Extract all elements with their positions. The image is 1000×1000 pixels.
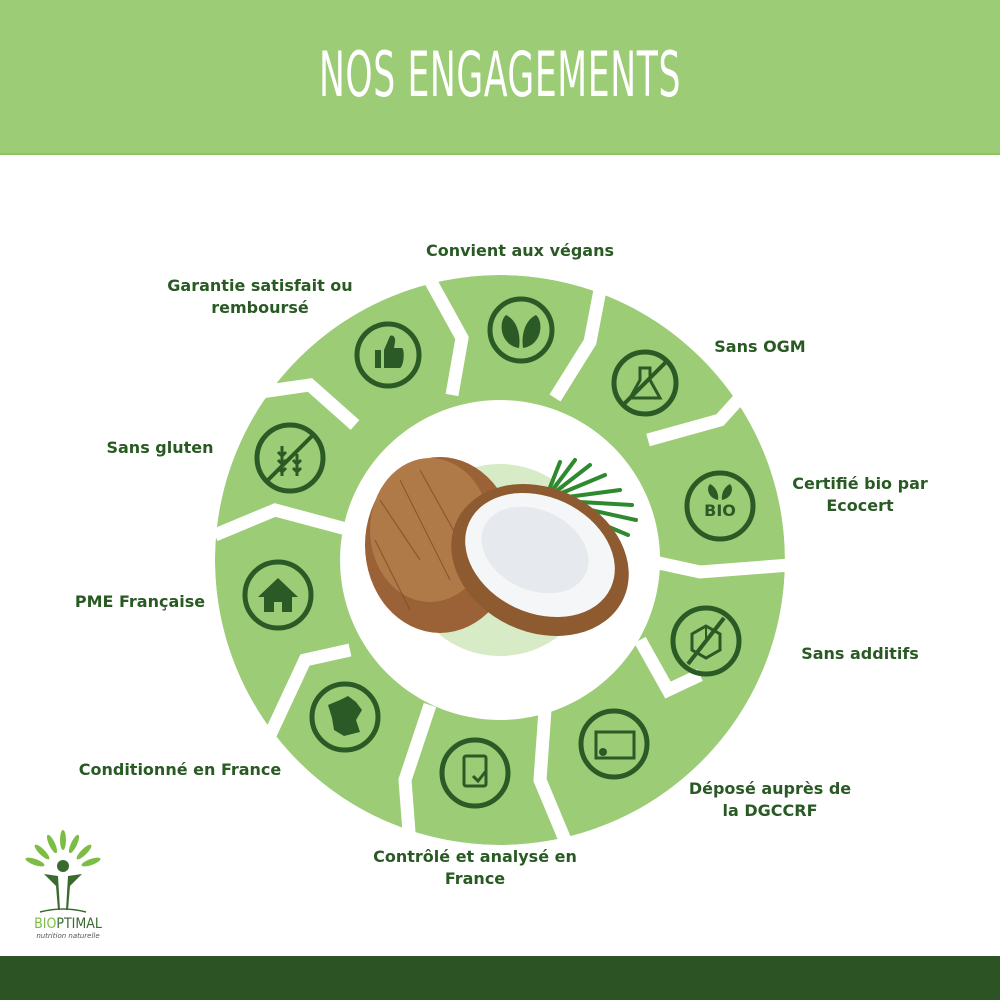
no-gluten-wheat-icon [254, 422, 326, 494]
house-icon [242, 559, 314, 631]
bioptimal-logo-icon [25, 830, 101, 913]
coconut-image [365, 457, 638, 636]
france-map-icon [309, 681, 381, 753]
label-pme-francaise: PME Française [74, 592, 206, 611]
label-sans-gluten: Sans gluten [106, 438, 214, 457]
label-sans-ogm: Sans OGM [714, 337, 806, 356]
brand-name: BIOPTIMAL [34, 916, 102, 932]
no-gmo-flask-icon [611, 349, 679, 417]
label-vegan: Convient aux végans [425, 241, 615, 260]
footer-bar [0, 956, 1000, 1000]
label-sans-additifs: Sans additifs [801, 644, 919, 663]
clipboard-check-icon [439, 737, 511, 809]
thumbs-up-icon [354, 321, 422, 389]
leaves-icon [487, 296, 555, 364]
brand-tagline: nutrition naturelle [36, 932, 100, 940]
page-title: NOS ENGAGEMENTS [318, 38, 682, 111]
no-additives-molecule-icon [670, 605, 742, 677]
bio-icon [684, 470, 756, 542]
header-banner [0, 0, 1000, 155]
certificate-icon [578, 708, 650, 780]
label-conditionne-france: Conditionné en France [78, 760, 282, 779]
svg-text:BIO: BIO [704, 501, 736, 520]
